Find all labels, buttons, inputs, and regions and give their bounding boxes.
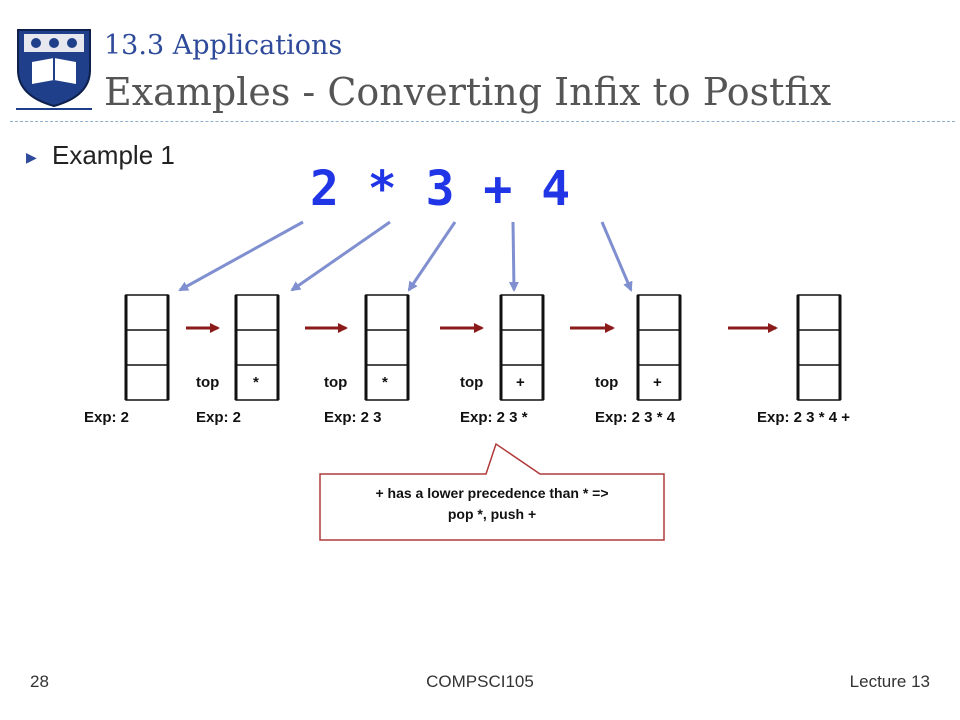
- exp-label: Exp: 2 3 *: [460, 409, 528, 426]
- stack-top-value: *: [382, 374, 388, 391]
- triangle-bullet-icon: ▶: [26, 148, 37, 165]
- title-divider: [10, 121, 955, 122]
- stack-4: [499, 294, 545, 401]
- token-pointer-arrow: [600, 221, 633, 292]
- bullet-label: Example 1: [52, 140, 175, 170]
- infix-expression: 2 * 3 + 4: [310, 161, 571, 217]
- stack-top-value: +: [653, 374, 662, 391]
- stack-top-label: top: [196, 374, 220, 391]
- exp-label: Exp: 2 3: [324, 409, 382, 426]
- stack-top-label: top: [460, 374, 484, 391]
- exp-label: Exp: 2 3 * 4 +: [757, 409, 850, 426]
- token-pointer-arrow: [290, 220, 391, 292]
- exp-label: Exp: 2: [84, 409, 130, 426]
- stack-top-value: +: [516, 374, 525, 391]
- callout-line-2: pop *, push +: [447, 506, 537, 522]
- stack-6: [796, 294, 842, 401]
- university-logo: [16, 29, 92, 110]
- stack-top-label: top: [595, 374, 619, 391]
- slide-subtitle: 13.3 Applications: [104, 30, 343, 61]
- page-number: 28: [30, 672, 49, 691]
- callout-text: + has a lower precedence than * => pop *…: [322, 483, 662, 525]
- stack-2: [234, 294, 280, 401]
- bullet-item: ▶ Example 1: [26, 140, 175, 171]
- stack-top-value: *: [253, 374, 259, 391]
- lecture-label: Lecture 13: [849, 672, 930, 691]
- token-pointer-arrow: [178, 220, 304, 292]
- exp-label: Exp: 2: [196, 409, 242, 426]
- exp-label: Exp: 2 3 * 4: [595, 409, 676, 426]
- token-pointer-arrow: [407, 221, 457, 292]
- callout-line-1: + has a lower precedence than * =>: [375, 485, 609, 501]
- callout-bubble: [319, 442, 665, 541]
- token-pointer-arrow: [508, 221, 519, 292]
- stack-5: [636, 294, 682, 401]
- slide-title: Examples - Converting Infix to Postfix: [104, 70, 832, 114]
- course-code: COMPSCI105: [426, 672, 534, 691]
- stack-3: [364, 294, 410, 401]
- stack-top-label: top: [324, 374, 348, 391]
- stack-1: [124, 294, 170, 401]
